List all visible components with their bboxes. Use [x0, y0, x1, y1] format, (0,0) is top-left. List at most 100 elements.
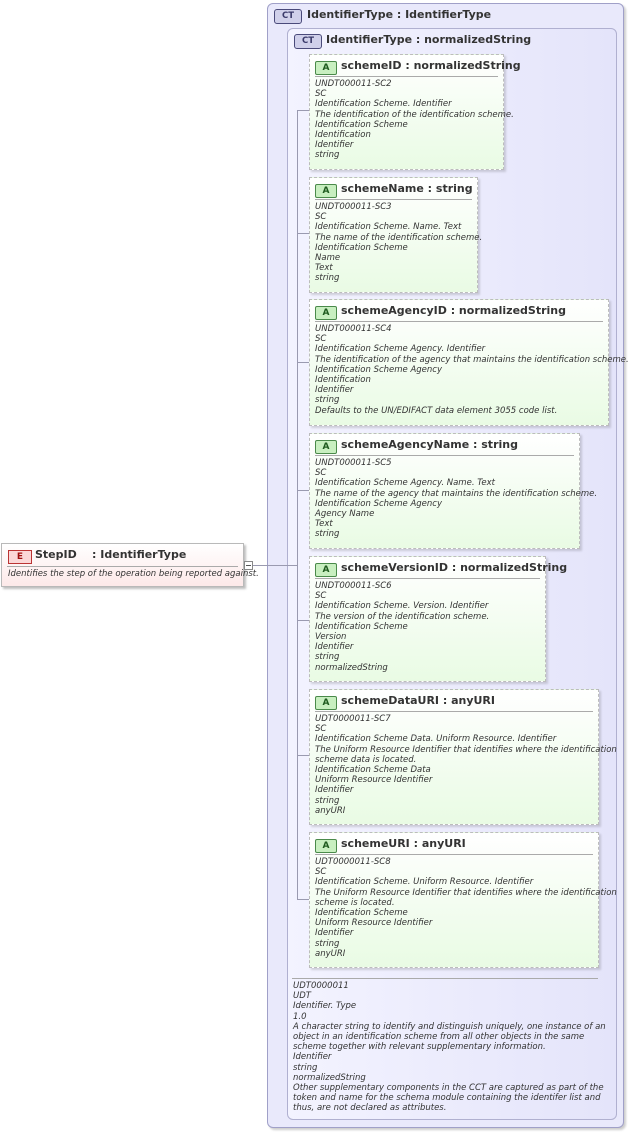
- type-documentation: UDT0000011 UDT Identifier. Type 1.0 A ch…: [293, 981, 613, 1114]
- doc-line: Text: [315, 519, 333, 530]
- doc-line: 1.0: [293, 1011, 307, 1022]
- element-stepid[interactable]: E StepID : IdentifierType Identifies the…: [1, 543, 259, 587]
- inner-type-title: IdentifierType : normalizedString: [326, 33, 532, 46]
- attribute-icon: A: [315, 440, 337, 454]
- attribute-icon: A: [315, 563, 337, 577]
- element-icon: E: [8, 550, 32, 564]
- doc-line: SC: [315, 867, 327, 878]
- doc-line: string: [315, 652, 340, 663]
- attribute-icon: A: [315, 184, 337, 198]
- doc-line: Uniform Resource Identifier: [315, 775, 433, 786]
- attribute-title: schemeName : string: [341, 182, 473, 195]
- connector-tree-trunk: [297, 110, 298, 900]
- doc-line: string: [315, 529, 340, 540]
- doc-line: Identification Scheme: [315, 119, 408, 130]
- attribute-documentation: UDT0000011-SC7 SC Identification Scheme …: [315, 714, 617, 816]
- doc-line: string: [315, 273, 340, 284]
- attribute-documentation: UNDT000011-SC5 SC Identification Scheme …: [315, 458, 598, 540]
- attribute-documentation: UDT0000011-SC8 SC Identification Scheme.…: [315, 857, 617, 959]
- complex-type-icon: CT: [294, 34, 322, 49]
- doc-line: Identification Scheme Agency. Name. Text: [315, 478, 495, 489]
- doc-line: Identification Scheme: [315, 242, 408, 253]
- doc-line: UNDT000011-SC5: [315, 458, 392, 468]
- doc-line: UNDT000011-SC2: [315, 79, 392, 89]
- element-documentation: Identifies the step of the operation bei…: [8, 569, 259, 579]
- divider: [315, 854, 593, 855]
- doc-line: UNDT000011-SC4: [315, 324, 392, 334]
- attribute-scheme-uri[interactable]: A schemeURI : anyURI UDT0000011-SC8 SC I…: [309, 832, 617, 968]
- doc-line: The version of the identification scheme…: [315, 611, 490, 622]
- doc-line: SC: [315, 334, 327, 345]
- attribute-scheme-version-id[interactable]: A schemeVersionID : normalizedString UND…: [309, 556, 567, 682]
- doc-line: UDT0000011-SC8: [315, 857, 391, 867]
- doc-line: scheme is located.: [315, 897, 395, 908]
- attribute-icon: A: [315, 839, 337, 853]
- doc-line: Identification Scheme. Identifier: [315, 99, 452, 110]
- doc-line: UDT0000011-SC7: [315, 714, 391, 724]
- attribute-documentation: UNDT000011-SC3 SC Identification Scheme.…: [315, 202, 483, 284]
- doc-line: The Uniform Resource Identifier that ide…: [315, 744, 617, 755]
- connector-branch: [297, 899, 309, 900]
- divider: [315, 578, 540, 579]
- doc-line: SC: [315, 591, 327, 602]
- attribute-documentation: UNDT000011-SC6 SC Identification Scheme.…: [315, 581, 542, 673]
- doc-line: Identification Scheme Agency: [315, 364, 442, 375]
- doc-line: The Uniform Resource Identifier that ide…: [315, 887, 617, 898]
- attribute-title: schemeURI : anyURI: [341, 837, 466, 850]
- doc-line: The identification of the identification…: [315, 109, 514, 120]
- doc-line: normalizedString: [293, 1072, 366, 1083]
- element-title: StepID : IdentifierType: [35, 548, 187, 561]
- doc-line: The name of the agency that maintains th…: [315, 488, 598, 499]
- attribute-title: schemeAgencyName : string: [341, 438, 518, 451]
- doc-line: Name: [315, 253, 341, 264]
- attribute-title: schemeDataURI : anyURI: [341, 694, 495, 707]
- doc-line: UNDT000011-SC6: [315, 581, 392, 591]
- doc-line: string: [315, 395, 340, 406]
- divider: [315, 711, 593, 712]
- doc-line: Identifier: [315, 928, 354, 939]
- doc-line: string: [293, 1062, 318, 1073]
- doc-line: Identification Scheme Agency. Identifier: [315, 344, 486, 355]
- connector-branch: [297, 620, 309, 621]
- doc-line: The name of the identification scheme.: [315, 232, 483, 243]
- collapse-toggle[interactable]: [244, 561, 253, 570]
- attribute-title: schemeID : normalizedString: [341, 59, 521, 72]
- attribute-scheme-data-uri[interactable]: A schemeDataURI : anyURI UDT0000011-SC7 …: [309, 689, 617, 825]
- connector-branch: [297, 362, 309, 363]
- connector-line: [253, 565, 297, 566]
- doc-line: Identification Scheme. Version. Identifi…: [315, 601, 489, 612]
- doc-line: UNDT000011-SC3: [315, 202, 392, 212]
- doc-line: SC: [315, 89, 327, 100]
- doc-line: A character string to identify and disti…: [293, 1021, 606, 1053]
- doc-line: Identification Scheme Data. Uniform Reso…: [315, 734, 557, 745]
- attribute-scheme-name[interactable]: A schemeName : string UNDT000011-SC3 SC …: [309, 177, 483, 293]
- doc-line: Identification: [315, 130, 371, 141]
- divider: [315, 199, 472, 200]
- doc-line: Text: [315, 263, 333, 274]
- doc-line: Identification Scheme: [315, 908, 408, 919]
- doc-line: normalizedString: [315, 662, 388, 673]
- divider: [315, 321, 603, 322]
- doc-line: Identifier: [315, 785, 354, 796]
- divider: [7, 566, 238, 567]
- attribute-scheme-agency-name[interactable]: A schemeAgencyName : string UNDT000011-S…: [309, 433, 598, 549]
- doc-line: string: [315, 795, 340, 806]
- attribute-icon: A: [315, 696, 337, 710]
- doc-line: string: [315, 150, 340, 161]
- doc-line: Identifier: [315, 642, 354, 653]
- attribute-icon: A: [315, 306, 337, 320]
- doc-line: Identifier: [315, 140, 354, 151]
- doc-line: string: [315, 938, 340, 949]
- doc-line: scheme data is located.: [315, 754, 417, 765]
- attribute-title: schemeAgencyID : normalizedString: [341, 304, 566, 317]
- complex-type-icon: CT: [274, 9, 302, 24]
- attribute-documentation: UNDT000011-SC2 SC Identification Scheme.…: [315, 79, 514, 161]
- doc-line: Agency Name: [315, 509, 375, 520]
- attribute-scheme-agency-id[interactable]: A schemeAgencyID : normalizedString UNDT…: [309, 299, 629, 426]
- connector-branch: [297, 490, 309, 491]
- divider: [315, 76, 498, 77]
- divider: [315, 455, 574, 456]
- doc-line: Version: [315, 632, 347, 643]
- connector-branch: [297, 755, 309, 756]
- attribute-scheme-id[interactable]: A schemeID : normalizedString UNDT000011…: [309, 54, 521, 170]
